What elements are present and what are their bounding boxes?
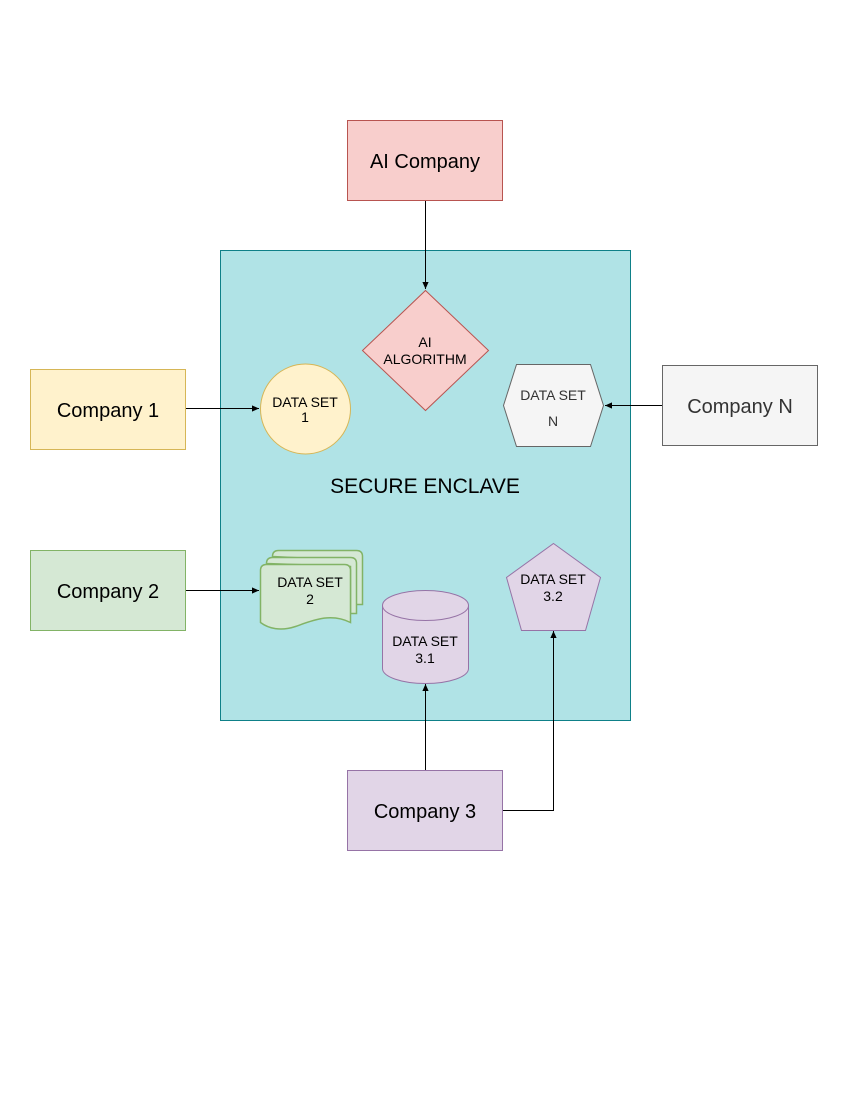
- data-set-2-node[interactable]: DATA SET 2: [259, 549, 364, 630]
- secure-enclave-label: SECURE ENCLAVE: [330, 475, 520, 498]
- company-1-box: [30, 369, 186, 450]
- company-2-box: [30, 550, 186, 631]
- ai-algorithm-label-line2: ALGORITHM: [383, 351, 466, 367]
- edge-company-3-to-data-set-3-2: [502, 631, 557, 811]
- company-3-label: Company 3: [374, 801, 476, 823]
- data-set-1-node[interactable]: DATA SET 1: [260, 363, 351, 455]
- data-set-n-label-line1: DATA SET: [520, 387, 586, 403]
- company-n-box: [662, 365, 818, 446]
- data-set-2-label-line2: 2: [306, 591, 314, 607]
- data-set-3-2-node[interactable]: DATA SET 3.2: [505, 542, 602, 631]
- data-set-1-circle: [260, 363, 351, 455]
- data-set-3-1-label-line2: 3.1: [415, 650, 435, 666]
- data-set-3-2-label-line2: 3.2: [543, 588, 563, 604]
- data-set-3-1-cylinder-body: [382, 605, 469, 684]
- data-set-1-label-line1: DATA SET: [272, 394, 338, 410]
- ai-algorithm-label-line1: AI: [418, 334, 431, 350]
- company-n-label: Company N: [687, 396, 793, 418]
- data-set-1-label-line2: 1: [301, 409, 309, 425]
- ai-company-node[interactable]: AI Company: [347, 120, 503, 201]
- company-1-node[interactable]: Company 1: [30, 369, 186, 450]
- data-set-n-node[interactable]: DATA SET N: [502, 364, 605, 447]
- company-3-box: [347, 770, 503, 851]
- company-2-node[interactable]: Company 2: [30, 550, 186, 631]
- company-n-node[interactable]: Company N: [662, 365, 818, 446]
- data-set-n-label-line2: N: [548, 413, 558, 429]
- ai-company-label: AI Company: [370, 151, 480, 173]
- data-set-3-1-node[interactable]: DATA SET 3.1: [382, 590, 469, 684]
- data-set-n-hexagon: [502, 364, 605, 447]
- data-set-3-2-label-line1: DATA SET: [520, 571, 586, 587]
- data-set-2-doc-front: [259, 563, 352, 630]
- data-set-3-1-cylinder-top: [382, 590, 469, 621]
- data-set-2-label-line1: DATA SET: [277, 574, 343, 590]
- edges: [185, 200, 663, 811]
- ai-company-box: [347, 120, 503, 201]
- data-set-3-1-label-line1: DATA SET: [392, 633, 458, 649]
- ai-algorithm-node[interactable]: AI ALGORITHM: [361, 289, 490, 412]
- data-set-3-2-pentagon: [505, 542, 602, 631]
- company-1-label: Company 1: [57, 400, 159, 422]
- ai-algorithm-diamond: [361, 289, 490, 412]
- data-set-2-doc-middle: [265, 556, 358, 615]
- company-2-label: Company 2: [57, 581, 159, 603]
- company-3-node[interactable]: Company 3: [347, 770, 503, 851]
